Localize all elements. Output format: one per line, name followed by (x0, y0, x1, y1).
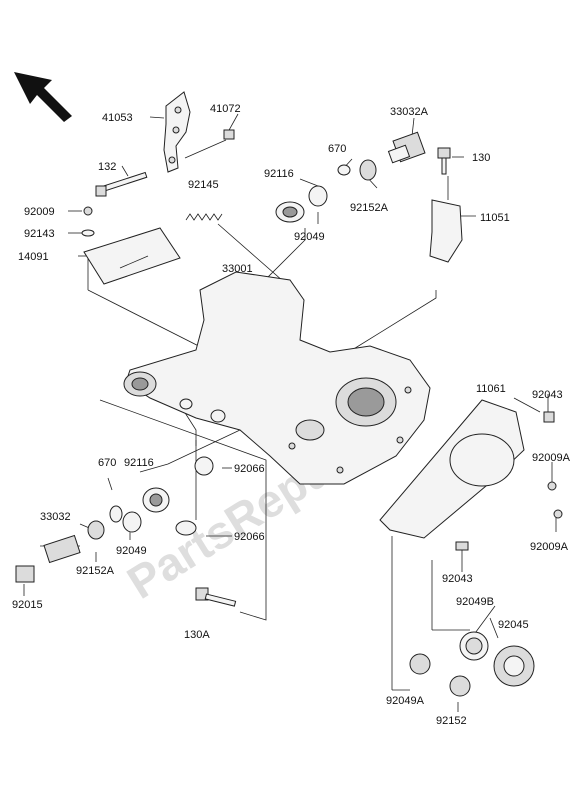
pin-92043-upper (543, 411, 555, 423)
label-92152: 92152 (436, 715, 467, 727)
label-130: 130 (472, 152, 490, 164)
o-ring-670-lower (109, 505, 123, 523)
nut-92015 (15, 565, 35, 583)
adjuster-33032A (387, 131, 426, 164)
label-92009: 92009 (24, 206, 55, 218)
spring-92145 (185, 213, 223, 221)
label-41053: 41053 (102, 112, 133, 124)
label-33001: 33001 (222, 263, 253, 275)
seal-92049A (409, 653, 431, 675)
label-92009A-upper: 92009A (532, 452, 571, 464)
label-92066-upper: 92066 (234, 463, 265, 475)
label-92009A-lower: 92009A (530, 541, 569, 553)
label-41072: 41072 (210, 103, 241, 115)
part-labels: 41053 41072 33032A 132 670 130 92145 921… (12, 103, 571, 727)
spacer-92066-upper (194, 456, 214, 476)
oil-seal-92116-lower (142, 487, 170, 513)
front-direction-arrow (14, 72, 72, 122)
label-92049A: 92049A (386, 695, 425, 707)
label-130A: 130A (184, 629, 210, 641)
seal-92049B (459, 631, 489, 661)
label-92116-lower: 92116 (124, 457, 154, 469)
label-670-upper: 670 (328, 143, 346, 155)
spacer-92152A-lower (87, 520, 105, 540)
label-92049B: 92049B (456, 596, 494, 608)
label-33032: 33032 (40, 511, 71, 523)
bolt-130 (437, 147, 451, 175)
label-33032A: 33032A (390, 106, 429, 118)
bolt-130A (195, 587, 237, 607)
screw-92009 (83, 206, 93, 216)
bearing-92045 (493, 645, 535, 687)
bolt-132 (95, 171, 148, 197)
seal-92049-lower (122, 511, 142, 533)
seal-92049-upper (308, 185, 328, 207)
label-92049-lower: 92049 (116, 545, 147, 557)
label-92043-lower: 92043 (442, 573, 473, 585)
o-ring-670-upper (337, 164, 351, 176)
label-92045: 92045 (498, 619, 529, 631)
label-92145: 92145 (188, 179, 219, 191)
label-92066-lower: 92066 (234, 531, 265, 543)
label-92152A-lower: 92152A (76, 565, 115, 577)
label-92015: 92015 (12, 599, 43, 611)
label-92152A-upper: 92152A (350, 202, 389, 214)
spacer-92066-lower (175, 520, 197, 536)
screw-92009A-upper (547, 481, 557, 491)
gasket-11061 (379, 399, 525, 539)
label-132: 132 (98, 161, 116, 173)
spacer-92152A-upper (359, 159, 377, 181)
label-92143: 92143 (24, 228, 55, 240)
pin-92043-lower (455, 541, 469, 551)
cover-plate-14091 (83, 227, 181, 285)
label-92049-upper: 92049 (294, 231, 325, 243)
bracket-41053 (163, 91, 191, 173)
screw-92009A-lower (553, 509, 563, 519)
spacer-92152 (449, 675, 471, 697)
nut-41072 (223, 129, 235, 140)
oil-seal-92116-upper (275, 201, 305, 223)
label-11051: 11051 (480, 212, 510, 224)
bracket-11051 (429, 199, 463, 263)
label-670-lower: 670 (98, 457, 116, 469)
adjuster-33032 (43, 534, 81, 564)
washer-92143 (81, 229, 95, 237)
label-92116-upper: 92116 (264, 168, 294, 180)
label-11061: 11061 (476, 383, 506, 395)
label-92043-upper: 92043 (532, 389, 563, 401)
label-14091: 14091 (18, 251, 49, 263)
housing-33001 (123, 271, 431, 485)
